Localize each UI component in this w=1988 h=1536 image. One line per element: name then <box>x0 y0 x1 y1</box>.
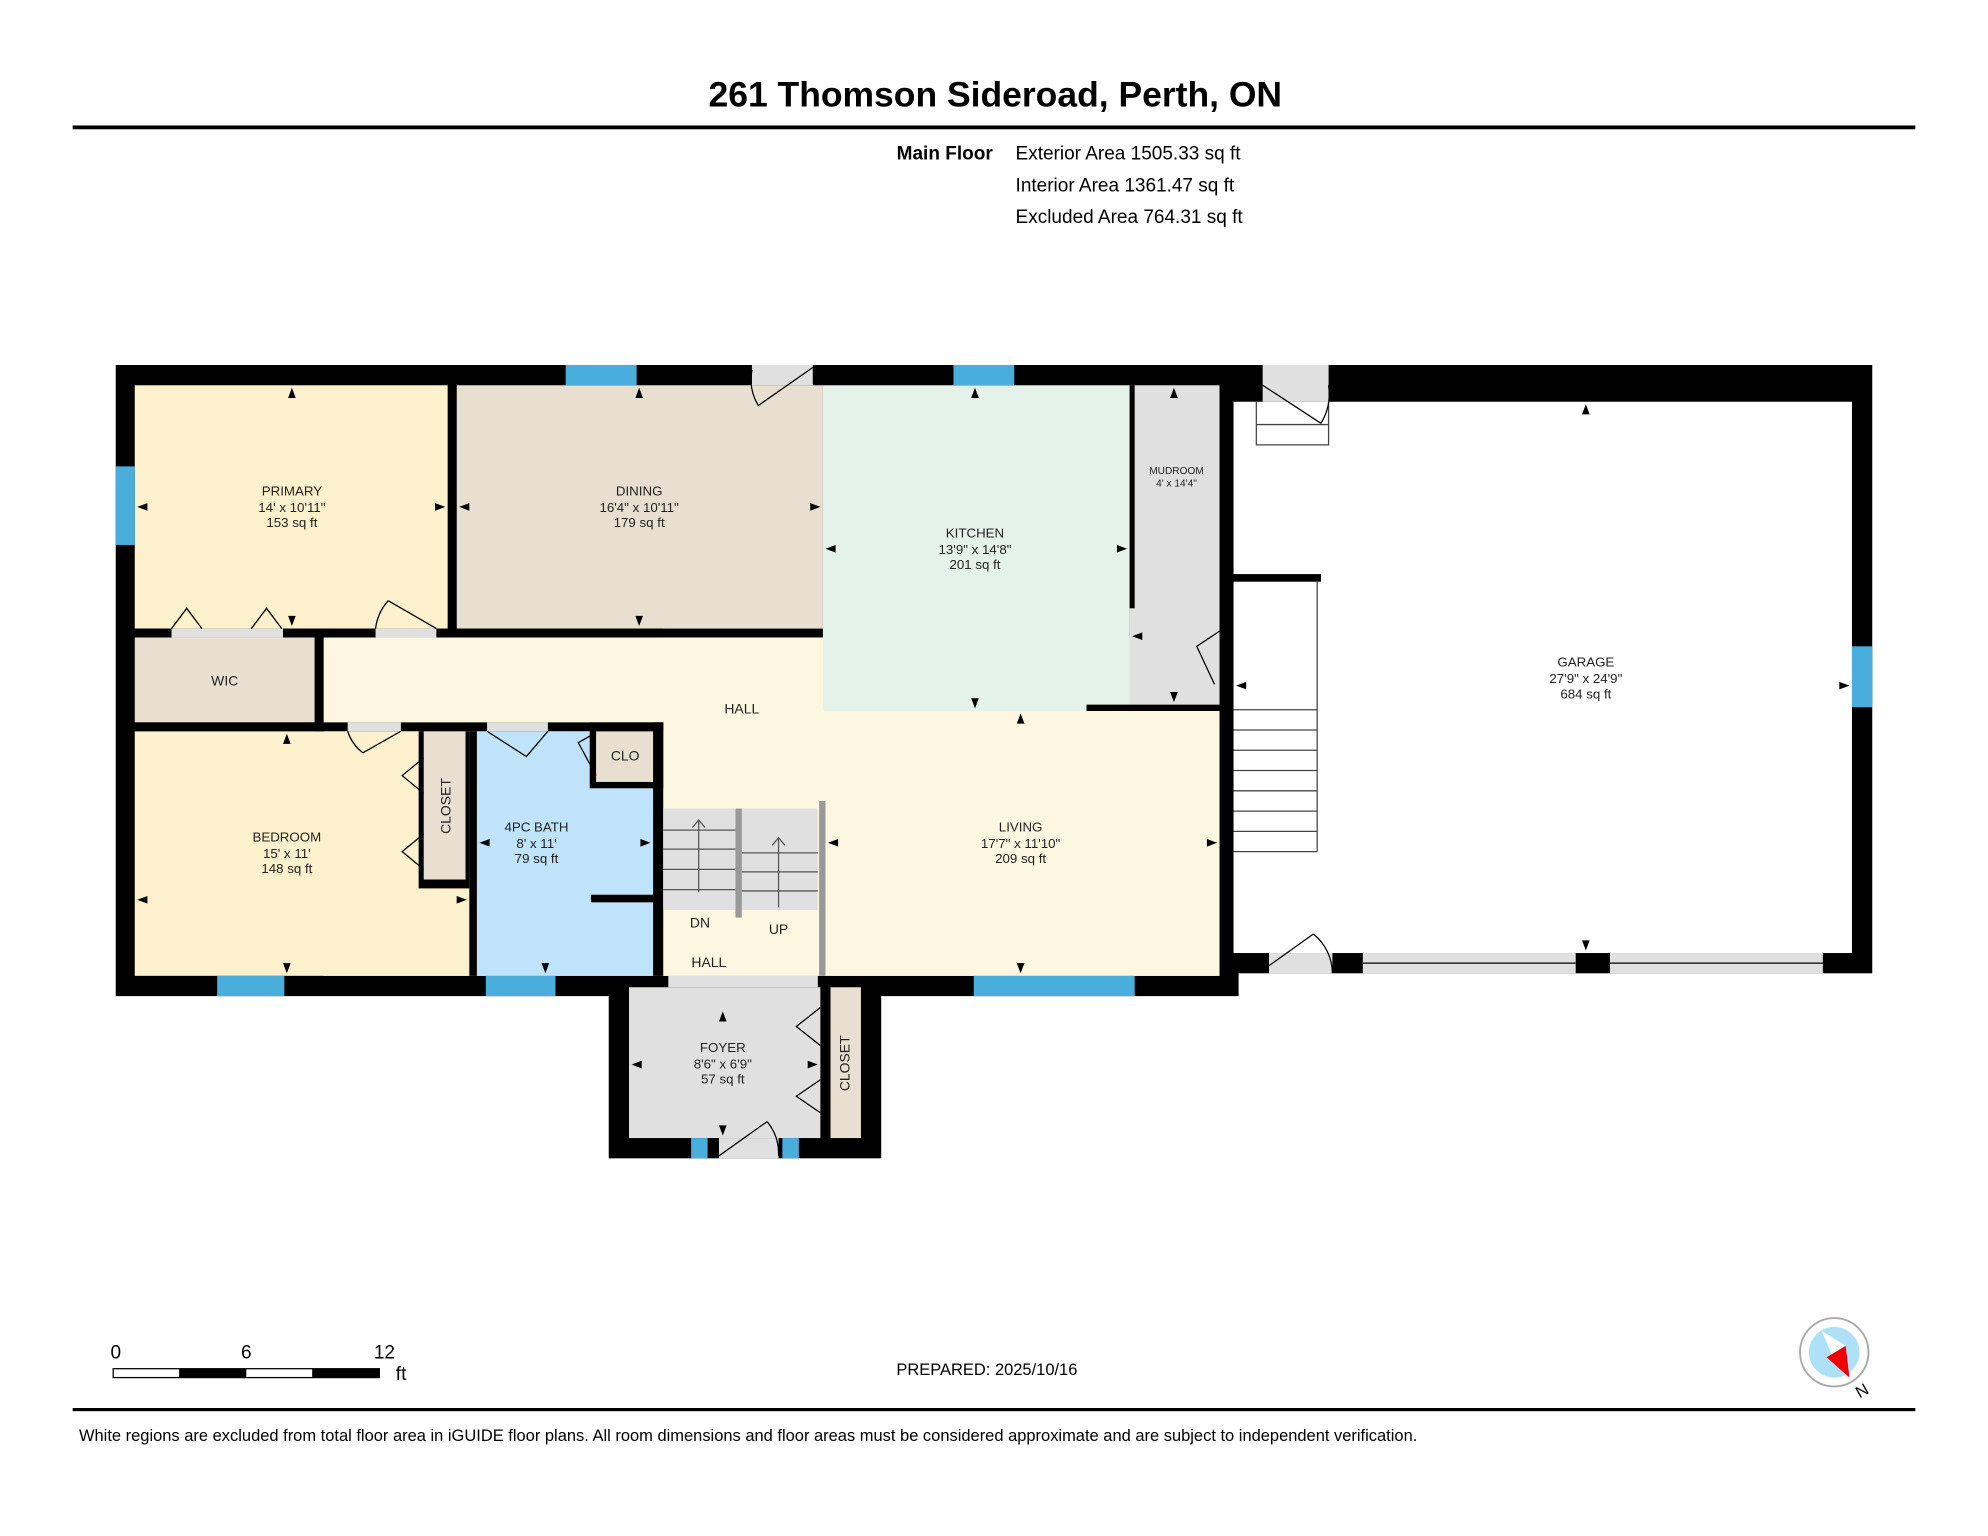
stairs <box>663 401 1330 908</box>
kitchen-label: KITCHEN <box>946 525 1004 540</box>
bedroom-closet-label: CLOSET <box>437 778 453 834</box>
interior-area: Interior Area 1361.47 sq ft <box>1016 175 1235 196</box>
dining-fill <box>456 385 823 629</box>
primary-dims: 14' x 10'11" <box>258 500 325 515</box>
compass-icon: N <box>1799 1317 1872 1402</box>
kitchen-dims: 13'9" x 14'8" <box>939 542 1012 557</box>
stairs-up-label: UP <box>769 921 788 937</box>
bedroom-area: 148 sq ft <box>261 861 312 876</box>
kitchen-fill <box>822 385 1130 711</box>
windows <box>115 364 1873 1159</box>
foyer-closet-fill <box>830 987 861 1139</box>
page-title: 261 Thomson Sideroad, Perth, ON <box>709 74 1283 114</box>
stairs-down-label: DN <box>690 915 710 931</box>
primary-area: 153 sq ft <box>266 515 317 530</box>
garage-dims: 27'9" x 24'9" <box>1549 671 1622 686</box>
living-area: 209 sq ft <box>995 851 1046 866</box>
dining-label: DINING <box>616 484 663 499</box>
exterior-area: Exterior Area 1505.33 sq ft <box>1016 144 1242 165</box>
prepared-date: PREPARED: 2025/10/16 <box>896 1361 1077 1379</box>
wic-label: WIC <box>211 673 238 689</box>
room-fills <box>134 385 1852 1139</box>
scale-label-6: 6 <box>241 1343 252 1364</box>
kitchen-area: 201 sq ft <box>949 557 1000 572</box>
bedroom-closet-fill <box>423 731 466 880</box>
floor-name: Main Floor <box>897 144 994 165</box>
disclaimer: White regions are excluded from total fl… <box>79 1427 1417 1445</box>
primary-fill <box>134 385 448 629</box>
header-rule <box>72 125 1916 130</box>
bath-area: 79 sq ft <box>515 851 559 866</box>
scale-label-0: 0 <box>110 1343 121 1364</box>
foyer-area: 57 sq ft <box>701 1072 745 1087</box>
excluded-area: Excluded Area 764.31 sq ft <box>1016 207 1244 228</box>
compass-north-label: N <box>1853 1380 1872 1402</box>
bath-label: 4PC BATH <box>504 819 568 834</box>
footer-rule <box>72 1408 1916 1412</box>
mudroom-dims: 4' x 14'4" <box>1156 479 1197 490</box>
foyer-dims: 8'6" x 6'9" <box>694 1056 752 1071</box>
living-dims: 17'7" x 11'10" <box>981 836 1061 851</box>
dining-area: 179 sq ft <box>614 515 665 530</box>
wic-fill <box>134 637 315 723</box>
living-label: LIVING <box>999 819 1043 834</box>
bedroom-label: BEDROOM <box>252 830 321 845</box>
bath-dims: 8' x 11' <box>516 836 556 851</box>
doors <box>170 364 1823 1159</box>
clo-label: CLO <box>611 747 640 763</box>
room-labels: PRIMARY 14' x 10'11" 153 sq ft DINING 16… <box>211 466 1622 1091</box>
garage-fill <box>1233 401 1852 954</box>
bedroom-dims: 15' x 11' <box>263 846 311 861</box>
scale-bar: 0 6 12 ft <box>110 1343 407 1386</box>
hall-lower-label: HALL <box>691 954 726 970</box>
mudroom-label: MUDROOM <box>1149 466 1204 477</box>
clo-fill <box>596 731 654 782</box>
scale-label-12: 12 <box>374 1343 395 1364</box>
garage-area: 684 sq ft <box>1560 686 1611 701</box>
dining-dims: 16'4" x 10'11" <box>599 500 679 515</box>
scale-unit: ft <box>396 1364 407 1385</box>
foyer-fill <box>629 987 821 1139</box>
foyer-label: FOYER <box>700 1040 746 1055</box>
bedroom-fill <box>134 731 470 976</box>
garage-label: GARAGE <box>1557 655 1614 670</box>
hall-label: HALL <box>724 701 759 717</box>
primary-label: PRIMARY <box>262 484 322 499</box>
foyer-closet-label: CLOSET <box>837 1035 853 1091</box>
mudroom-fill <box>1129 385 1220 705</box>
